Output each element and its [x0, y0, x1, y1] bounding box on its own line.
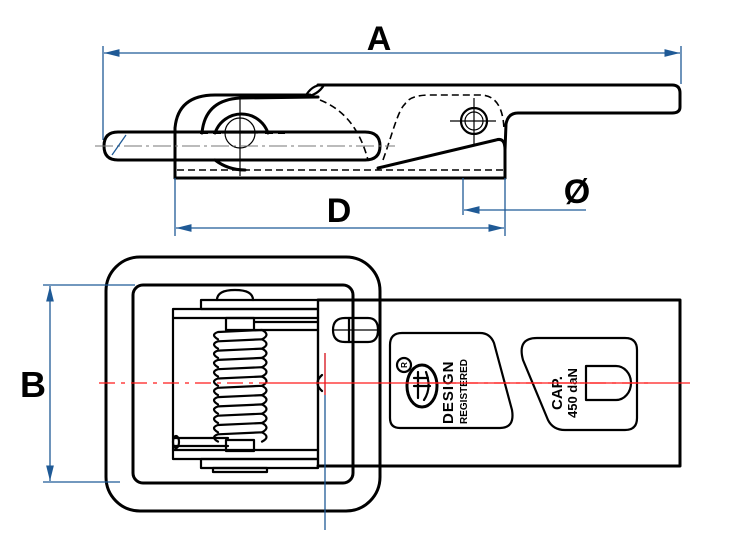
spring-coil [212, 375, 268, 387]
dimension-diameter: Ø [462, 173, 590, 215]
latch-plate [316, 298, 682, 530]
spring-coil [212, 431, 268, 443]
spring-coil [212, 384, 268, 397]
label-b: B [20, 364, 46, 405]
plate-text-capacity: 450 daN [565, 368, 580, 418]
label-d: D [327, 192, 352, 230]
spring-coil [212, 347, 268, 359]
dimension-b: B [20, 284, 135, 483]
registered-mark-icon [395, 356, 413, 374]
label-diameter: Ø [564, 173, 590, 211]
key-slot-icon [584, 364, 633, 402]
spring-coil [212, 328, 268, 341]
plate-capacity: CAP. 450 daN [520, 336, 639, 432]
slot [331, 316, 380, 344]
spring [212, 316, 268, 453]
spring-coil [212, 366, 268, 378]
plate-design-registered: R DESIGN REGISTERED [388, 331, 514, 430]
top-view: B [20, 255, 690, 530]
lever-body [173, 93, 320, 176]
svg-text:R: R [400, 362, 409, 368]
pin-hole [450, 98, 496, 145]
spring-coil [212, 421, 268, 434]
spring-coil [212, 403, 268, 415]
dimension-a: A [102, 20, 682, 140]
outer-loop [104, 255, 382, 513]
inner-loop [131, 283, 355, 485]
spring-coil [212, 394, 268, 406]
spring-coil [212, 356, 268, 369]
side-view: A [95, 20, 682, 236]
hook-lever [303, 83, 682, 152]
plate-text-registered: REGISTERED [459, 359, 470, 424]
spring-coil [212, 338, 268, 350]
handle-bar [95, 130, 395, 162]
spring-coil [212, 412, 268, 425]
spring-coils [212, 328, 268, 443]
plate-text-cap: CAP. [549, 376, 566, 410]
label-a: A [367, 20, 392, 58]
dimension-d: D [174, 178, 506, 236]
hidden-mount-outline [382, 94, 505, 161]
plate-text-design: DESIGN [440, 360, 457, 424]
